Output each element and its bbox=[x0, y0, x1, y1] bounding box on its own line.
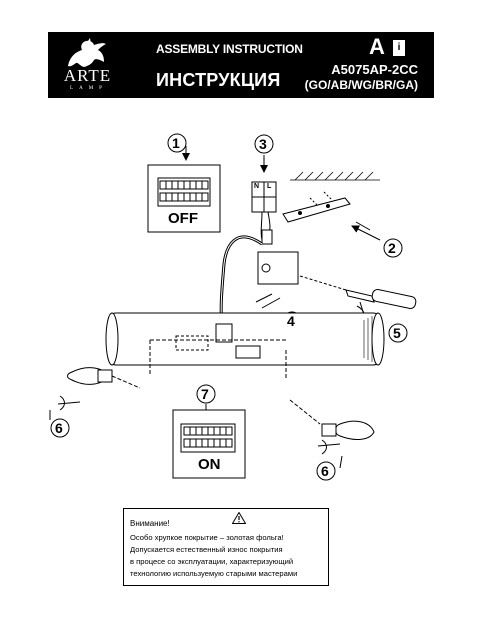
step-5-number: 5 bbox=[393, 325, 401, 341]
switch-off-label: OFF bbox=[168, 210, 198, 227]
bulb-left bbox=[67, 367, 141, 389]
model-variants: (GO/AB/WG/BR/GA) bbox=[304, 78, 418, 92]
warning-title: Внимание! bbox=[130, 519, 170, 528]
terminal-n-label: N bbox=[254, 183, 260, 190]
step-3-number: 3 bbox=[259, 136, 267, 152]
switch-on-panel bbox=[172, 409, 246, 479]
step-1-marker bbox=[167, 133, 190, 161]
title-ru: ИНСТРУКЦИЯ bbox=[156, 70, 281, 90]
mounting-bracket bbox=[282, 191, 351, 223]
info-book-icon: i bbox=[393, 40, 405, 56]
header-bar: ARTE LAMP ASSEMBLY INSTRUCTION ИНСТРУКЦИ… bbox=[48, 32, 434, 98]
wiring bbox=[260, 211, 273, 245]
step-6-left-marker bbox=[49, 395, 81, 438]
step-6-right-number: 6 bbox=[321, 463, 329, 479]
bulb-right bbox=[289, 399, 375, 440]
step-2-number: 2 bbox=[388, 240, 396, 256]
flexible-arm bbox=[219, 235, 263, 327]
warning-line: Допускается естественный износ покрытия bbox=[130, 545, 283, 554]
step-3-marker bbox=[254, 134, 274, 173]
warning-line: в процесе со эксплуатации, характеризующ… bbox=[130, 557, 294, 566]
griffin-logo-icon bbox=[68, 38, 106, 67]
step-6-left-number: 6 bbox=[55, 420, 63, 436]
terminal-block bbox=[251, 181, 277, 213]
warning-box: Внимание! Особо хрупкое покрытие – золот… bbox=[123, 508, 329, 586]
wall-canopy bbox=[257, 251, 299, 285]
switch-off-panel bbox=[147, 164, 221, 233]
warning-line: технологию используемую старыми мастерам… bbox=[130, 569, 298, 578]
model-number: A5075AP-2CC bbox=[331, 62, 418, 77]
logo-text: ARTE bbox=[63, 66, 112, 85]
wall-hatch bbox=[290, 171, 380, 181]
step-1-number: 1 bbox=[172, 135, 180, 151]
step-2-circle bbox=[383, 238, 403, 258]
terminal-l-label: L bbox=[267, 183, 272, 190]
language-letter: A bbox=[369, 34, 385, 59]
title-en: ASSEMBLY INSTRUCTION bbox=[156, 42, 303, 56]
step-7-number: 7 bbox=[201, 386, 209, 402]
warning-triangle-icon bbox=[232, 512, 246, 524]
screws-arrows bbox=[351, 221, 381, 241]
lamp-tube bbox=[105, 312, 385, 380]
logo-subtext: LAMP bbox=[70, 86, 108, 91]
warning-line: Особо хрупкое покрытие – золотая фольга! bbox=[130, 533, 284, 542]
step-4-number: 4 bbox=[287, 313, 295, 329]
switch-on-label: ON bbox=[198, 456, 221, 473]
step-6-right-marker bbox=[316, 439, 343, 481]
screwdriver bbox=[299, 275, 417, 310]
